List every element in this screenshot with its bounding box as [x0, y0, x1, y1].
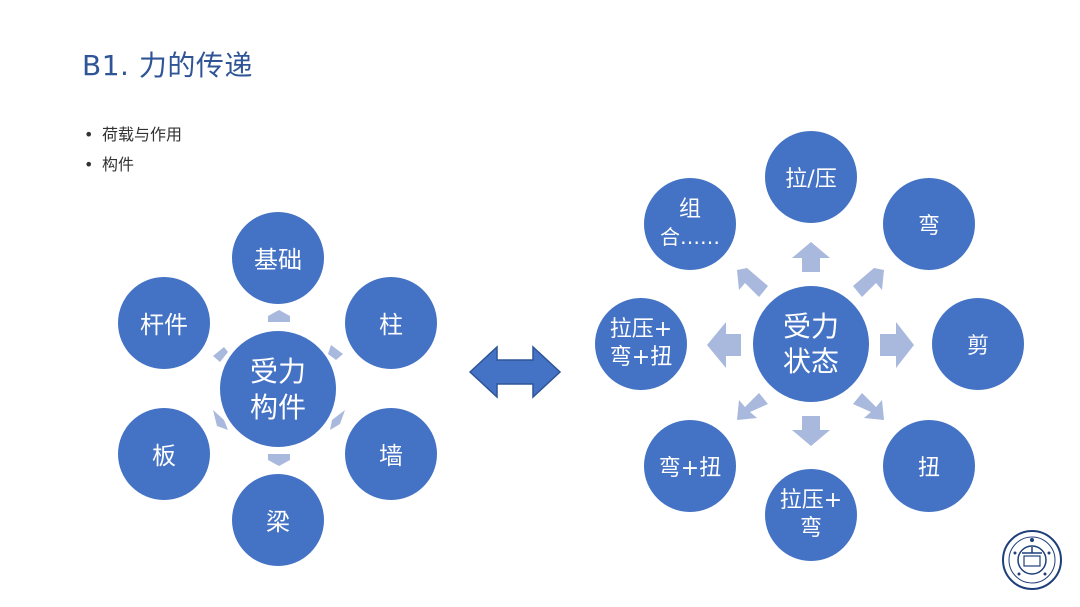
node-qiang: 墙	[345, 408, 437, 500]
arrow-to-ban	[213, 410, 228, 430]
node-niu: 扭	[883, 420, 975, 512]
bullet-list: •荷载与作用 •构件	[84, 120, 182, 180]
node-label: 弯+扭	[659, 456, 721, 481]
double-arrow-icon	[468, 345, 562, 399]
node-center-right: 受力 状态	[753, 286, 869, 402]
node-label: 弯	[918, 214, 940, 239]
arrow-right	[880, 322, 914, 368]
arrow-to-ganjian	[213, 347, 228, 362]
node-label-line1: 组	[679, 197, 701, 222]
node-ganjian: 杆件	[118, 277, 210, 369]
arrow-up-left	[737, 268, 768, 297]
arrow-to-liang	[268, 454, 290, 466]
node-label-line2: 合……	[660, 225, 720, 249]
center-label-line1: 受力	[783, 310, 839, 343]
right-diagram: 拉/压 弯 剪 扭 拉压+ 弯 弯+扭	[595, 131, 1024, 561]
arrow-to-zhu	[328, 345, 343, 360]
node-ban: 板	[118, 408, 210, 500]
bullet-text: 荷载与作用	[102, 125, 183, 144]
arrow-down-right	[853, 393, 884, 420]
node-jian: 剪	[932, 298, 1024, 390]
arrow-left	[707, 322, 741, 368]
bullet-item: •构件	[84, 155, 135, 174]
arrow-down-left	[737, 393, 768, 420]
arrow-to-qiang	[330, 410, 345, 430]
arrow-to-jichu	[268, 310, 290, 322]
node-label: 基础	[254, 246, 302, 274]
node-liang: 梁	[232, 474, 324, 566]
center-label-line2: 构件	[250, 391, 306, 424]
node-wan: 弯	[883, 178, 975, 270]
node-label-line2: 弯+扭	[610, 345, 672, 370]
node-label: 拉/压	[785, 167, 836, 192]
node-label: 扭	[918, 456, 940, 481]
node-wan-niu: 弯+扭	[644, 420, 736, 512]
center-label-line1: 受力	[250, 355, 306, 388]
node-label: 杆件	[140, 311, 188, 339]
node-label: 剪	[967, 334, 989, 359]
slide-title: B1. 力的传递	[82, 49, 253, 82]
arrow-down	[792, 416, 830, 446]
node-label: 梁	[266, 508, 290, 536]
node-jichu: 基础	[232, 212, 324, 304]
center-label-line2: 状态	[783, 345, 839, 378]
node-label-line1: 拉压+	[780, 488, 842, 513]
node-center-left: 受力 构件	[220, 331, 336, 447]
node-label: 墙	[379, 442, 403, 470]
node-la-ya: 拉/压	[765, 131, 857, 223]
node-label: 柱	[379, 311, 403, 339]
bullet-item: •荷载与作用	[84, 125, 183, 144]
node-label-line1: 拉压+	[610, 317, 672, 342]
arrow-up	[792, 242, 830, 272]
left-diagram: 基础 柱 墙 梁 板 杆件	[118, 212, 437, 566]
node-laya-wanniu: 拉压+ 弯+扭	[595, 298, 687, 390]
arrow-up-right	[853, 268, 884, 297]
node-label: 板	[152, 442, 176, 470]
node-laya-wan: 拉压+ 弯	[765, 469, 857, 561]
university-seal-icon	[1002, 530, 1062, 590]
node-zhu: 柱	[345, 277, 437, 369]
node-zuhe: 组 合……	[644, 178, 736, 270]
bullet-text: 构件	[102, 155, 135, 174]
node-label-line2: 弯	[800, 516, 822, 541]
